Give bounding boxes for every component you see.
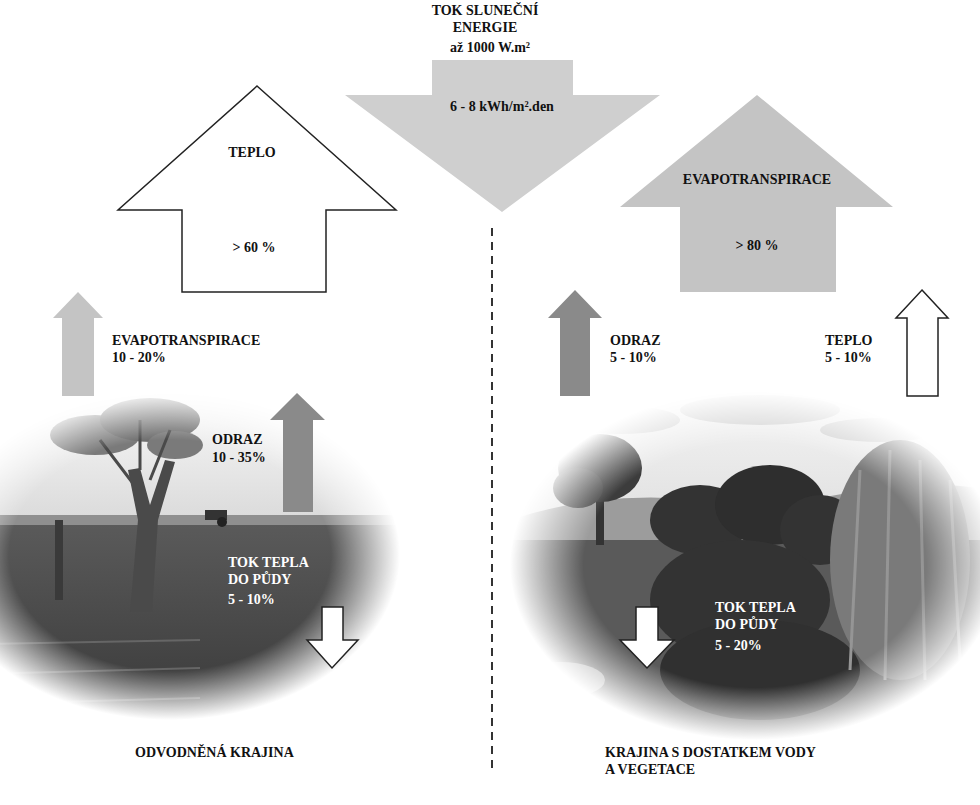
arrow-outline	[270, 393, 325, 512]
furrow	[0, 668, 200, 675]
pond	[515, 662, 605, 698]
arrow-label: TOK TEPLA DO PŮDY	[715, 600, 805, 634]
arrow-label: 5 - 20%	[715, 638, 762, 655]
sky	[0, 390, 400, 530]
arrow-label: 6 - 8 kWh/m².den	[450, 99, 554, 116]
reflection-arrow: ODRAZ5 - 10%	[546, 288, 663, 398]
arrow-label: TOK SLUNEČNÍ ENERGIE	[423, 3, 548, 37]
arrow-label: 10 - 35%	[212, 450, 266, 467]
tree-trunk	[128, 460, 175, 612]
arrow-label: > 60 %	[233, 240, 276, 257]
evapotranspiration-arrow: EVAPOTRANSPIRACE > 80 %	[618, 93, 895, 294]
landscape-caption: KRAJINA S DOSTATKEM VODY A VEGETACE	[605, 745, 827, 779]
arrow-label: 10 - 20%	[112, 350, 166, 367]
arrow-outline	[620, 607, 674, 668]
arrow-label: ODRAZ	[610, 333, 661, 350]
arrow-outline	[53, 292, 103, 396]
arrow-label: TOK TEPLA DO PŮDY	[228, 555, 318, 589]
arrow-label: TEPLO	[228, 145, 275, 162]
arrow-label: 5 - 10%	[610, 350, 657, 367]
arrow-outline	[620, 95, 893, 292]
arrow-label: 5 - 10%	[825, 350, 872, 367]
arrow-outline	[307, 607, 358, 668]
arrow-shape	[116, 84, 398, 294]
divider-line	[491, 228, 493, 768]
arrow-outline	[118, 86, 396, 292]
fence-post	[55, 520, 63, 600]
arrow-label: EVAPOTRANSPIRACE	[112, 333, 260, 350]
heat-arrow: TEPLO5 - 10%	[823, 288, 950, 398]
solar-flux-arrow: TOK SLUNEČNÍ ENERGIE až 1000 W.m² 6 - 8 kW…	[343, 1, 662, 214]
tree-canopy	[553, 468, 603, 508]
tractor-wheel	[217, 517, 227, 527]
green-landscape-photo	[510, 390, 980, 750]
arrow-label: 5 - 10%	[228, 592, 275, 609]
arrow-label: ODRAZ	[212, 432, 263, 449]
willow	[830, 440, 970, 680]
evapotranspiration-arrow: EVAPOTRANSPIRACE10 - 20%	[51, 290, 262, 398]
tree-canopy	[147, 431, 203, 459]
arrow-outline	[548, 290, 602, 396]
drained-landscape-photo	[0, 390, 400, 725]
cloud	[680, 395, 840, 425]
arrow-label: > 80 %	[736, 238, 779, 255]
arrow-label: až 1000 W.m²	[450, 40, 530, 57]
willow-branches	[850, 450, 960, 680]
arrow-shape	[226, 553, 360, 670]
arrow-label: TEPLO	[825, 333, 872, 350]
arrow-outline	[345, 60, 660, 212]
soil-heat-arrow: TOK TEPLA DO PŮDY 5 - 10%	[226, 553, 360, 670]
arrow-outline	[896, 290, 948, 396]
furrow	[0, 698, 200, 705]
cloud	[820, 418, 940, 442]
cloud	[560, 406, 680, 434]
arrow-shape	[618, 93, 895, 294]
soil-heat-arrow: TOK TEPLA DO PŮDY 5 - 20%	[618, 598, 807, 670]
arrow-label: EVAPOTRANSPIRACE	[683, 172, 831, 189]
bush	[660, 620, 860, 720]
heat-arrow: TEPLO > 60 %	[116, 84, 398, 294]
furrow	[0, 640, 200, 645]
landscape-caption: ODVODNĚNÁ KRAJINA	[135, 745, 294, 762]
reflection-arrow: ODRAZ10 - 35%	[210, 391, 327, 514]
